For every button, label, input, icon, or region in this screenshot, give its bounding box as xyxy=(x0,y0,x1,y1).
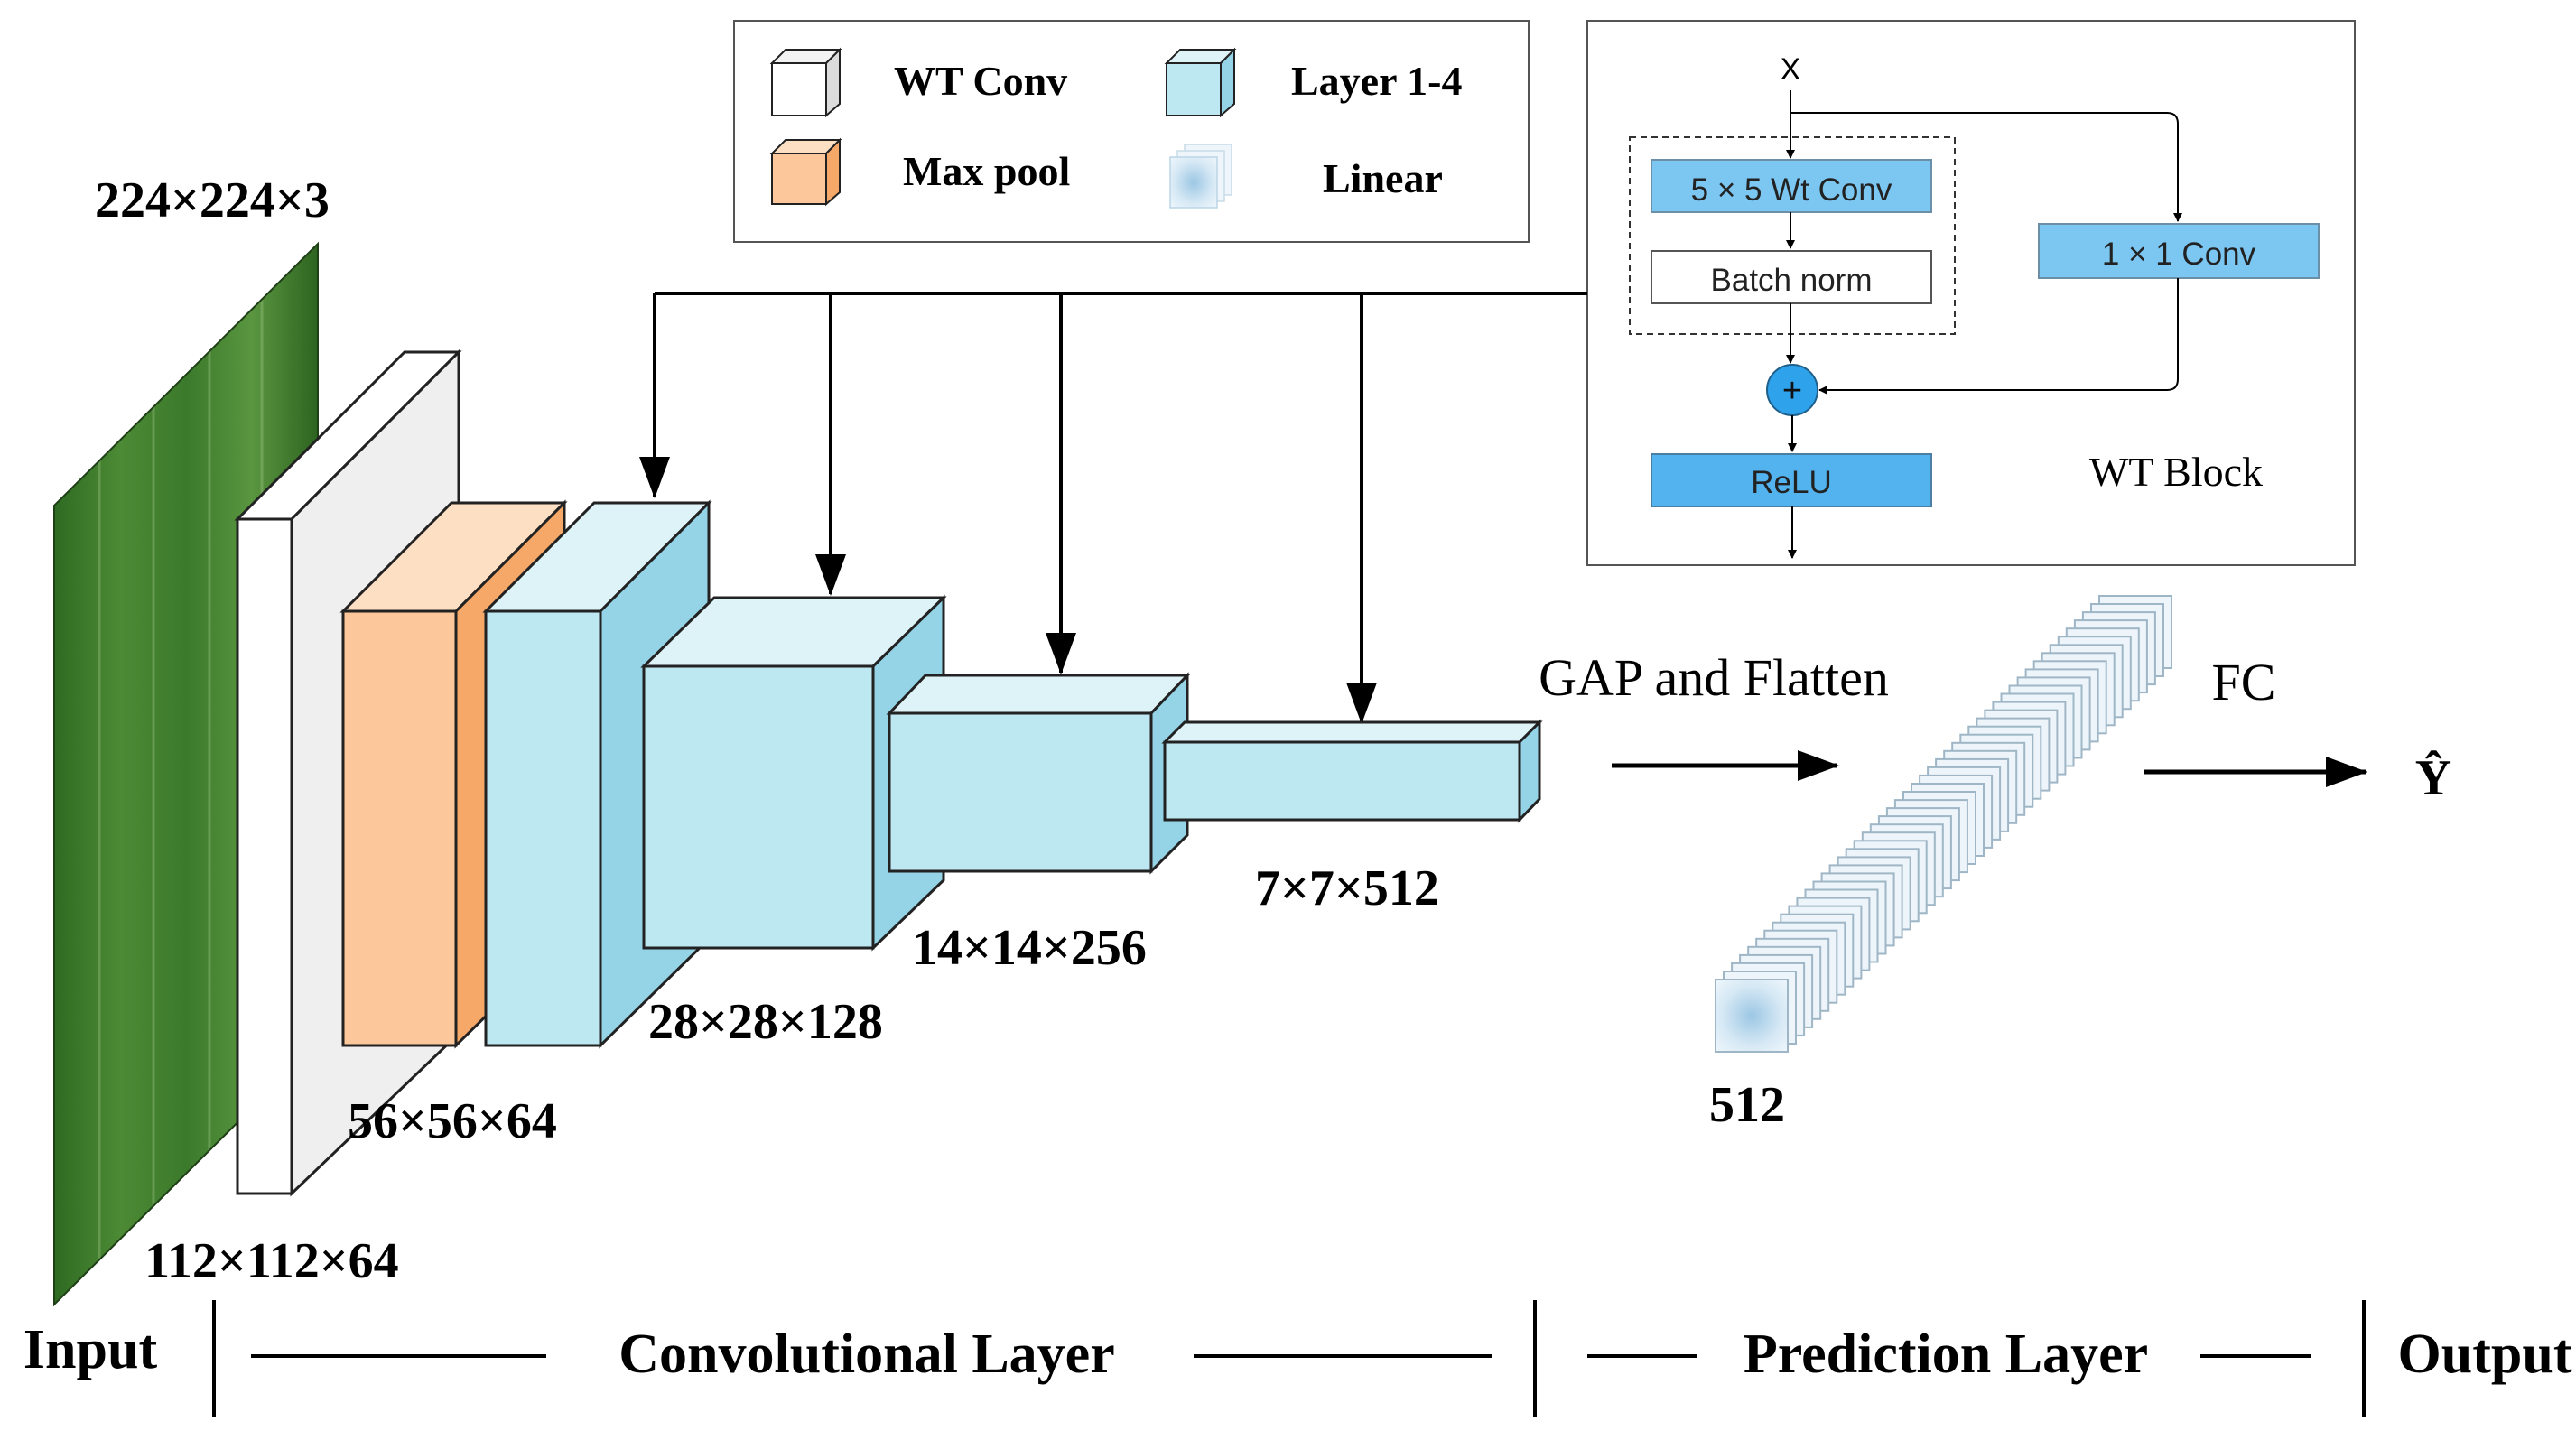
section-conv: Convolutional Layer xyxy=(618,1324,1114,1385)
layer4-box xyxy=(1161,719,1543,823)
wt-block-panel: X 5 × 5 Wt Conv Batch norm 1 × 1 Conv + … xyxy=(1586,20,2356,566)
wt-block-title: WT Block xyxy=(2089,449,2263,495)
legend-wt-conv-label: WT Conv xyxy=(894,58,1067,104)
legend-wt-conv-icon xyxy=(769,47,842,118)
feature-vector-stack xyxy=(1715,595,2172,1053)
legend: WT Conv Layer 1-4 Max pool Linear xyxy=(733,20,1530,243)
dim-vector: 512 xyxy=(1709,1077,1785,1133)
wt-block-conv5-label: 5 × 5 Wt Conv xyxy=(1691,172,1892,208)
wt-block-bn-label: Batch norm xyxy=(1711,263,1873,298)
wt-block-input-label: X xyxy=(1781,52,1801,87)
wt-block-conv1-to-add xyxy=(1818,278,2179,395)
legend-layer-icon xyxy=(1164,47,1237,118)
dim-max-pool: 56×56×64 xyxy=(348,1093,557,1149)
output-symbol: Ŷ xyxy=(2415,749,2451,806)
dimension-labels: 224×224×3 112×112×64 56×56×64 28×28×128 … xyxy=(95,172,1785,1289)
layer-connectors xyxy=(639,292,1587,724)
wt-block-relu-label: ReLU xyxy=(1751,465,1831,500)
legend-max-pool-icon xyxy=(769,137,842,207)
feature-tile xyxy=(1715,979,1789,1053)
wt-block-dashed-group xyxy=(1629,136,1956,335)
wt-block-skip-line xyxy=(1790,112,2182,222)
gap-label: GAP and Flatten xyxy=(1539,648,1889,707)
dim-layer3: 14×14×256 xyxy=(912,920,1147,976)
legend-layer-label: Layer 1-4 xyxy=(1291,58,1463,104)
wt-block-add-symbol: + xyxy=(1782,372,1802,410)
dim-input: 224×224×3 xyxy=(95,172,330,228)
layer3-box xyxy=(886,672,1191,875)
legend-linear-label: Linear xyxy=(1323,155,1443,201)
fc-label: FC xyxy=(2212,653,2276,711)
legend-linear-icon xyxy=(1169,144,1232,209)
dim-wt-conv: 112×112×64 xyxy=(144,1233,399,1289)
section-bar: Input Convolutional Layer Prediction Lay… xyxy=(23,1300,2572,1417)
legend-frame xyxy=(733,20,1530,243)
dim-layer4: 7×7×512 xyxy=(1255,860,1439,916)
wt-block-relu-box xyxy=(1651,453,1932,507)
wt-block-conv1-label: 1 × 1 Conv xyxy=(2102,237,2256,272)
wt-block-conv1-box xyxy=(2038,223,2320,279)
wt-block-bn-box xyxy=(1651,250,1932,304)
legend-max-pool-label: Max pool xyxy=(903,148,1070,194)
section-output: Output xyxy=(2398,1324,2572,1385)
section-pred: Prediction Layer xyxy=(1744,1324,2148,1385)
section-input: Input xyxy=(23,1319,158,1380)
dim-layer2: 28×28×128 xyxy=(648,994,883,1050)
